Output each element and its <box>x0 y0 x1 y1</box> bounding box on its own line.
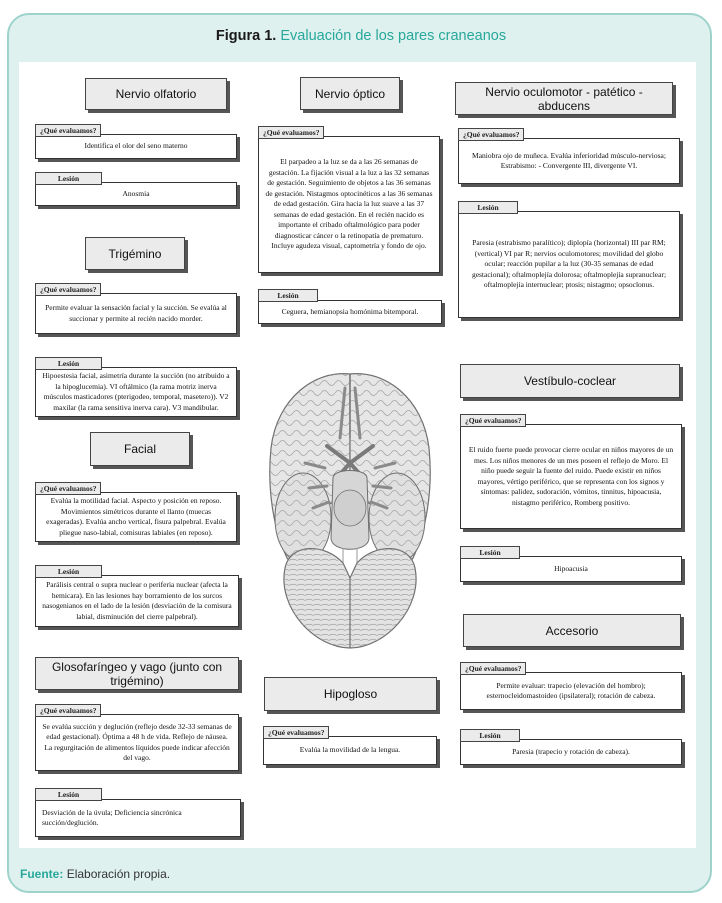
vestibulo-lesion: Hipoacusia <box>460 556 682 582</box>
optico-title: Nervio óptico <box>300 77 400 110</box>
accesorio-lesion: Paresia (trapecio y rotación de cabeza). <box>460 739 682 765</box>
figure-source: Fuente: Elaboración propia. <box>20 867 170 881</box>
facial-que-tag: ¿Qué evaluamos? <box>35 482 102 495</box>
oculomotor-lesion: Paresia (estrabismo paralítico); diplopí… <box>458 211 680 318</box>
glosofaringeo-evaluate: Se evalúa succión y deglución (reflejo d… <box>35 714 239 771</box>
figure-number: Figura 1. <box>215 28 277 44</box>
accesorio-evaluate: Permite evaluar: trapecio (elevación del… <box>460 672 682 710</box>
pons <box>333 489 367 527</box>
accesorio-lesion-tag: Lesión <box>460 729 520 742</box>
oculomotor-evaluate: Maniobra ojo de muñeca. Evalúa inferiori… <box>458 138 680 184</box>
facial-title: Facial <box>90 432 190 466</box>
olfatorio-title: Nervio olfatorio <box>85 78 227 110</box>
optico-que-tag: ¿Qué evaluamos? <box>258 126 325 139</box>
trigemino-lesion-tag: Lesión <box>35 357 102 370</box>
figure-title: Figura 1. Evaluación de los pares cranea… <box>0 28 722 44</box>
figure-caption: Evaluación de los pares craneanos <box>280 28 507 44</box>
olfatorio-evaluate: Identifica el olor del seno materno <box>35 134 237 159</box>
optico-evaluate: El parpadeo a la luz se da a las 26 sema… <box>258 136 440 273</box>
trigemino-title: Trigémino <box>85 237 185 270</box>
oculomotor-lesion-tag: Lesión <box>458 201 518 214</box>
olfatorio-lesion: Anosmia <box>35 182 237 206</box>
hipogloso-title: Hipogloso <box>264 677 437 711</box>
vestibulo-que-tag: ¿Qué evaluamos? <box>460 414 527 427</box>
trigemino-que-tag: ¿Qué evaluamos? <box>35 283 102 296</box>
source-label: Fuente: <box>20 867 64 881</box>
oculomotor-que-tag: ¿Qué evaluamos? <box>458 128 525 141</box>
trigemino-evaluate: Permite evaluar la sensación facial y la… <box>35 293 237 334</box>
facial-evaluate: Evalúa la motilidad facial. Aspecto y po… <box>35 492 237 542</box>
hipogloso-evaluate: Evalúa la movilidad de la lengua. <box>263 736 437 765</box>
source-text: Elaboración propia. <box>66 867 171 881</box>
vestibulo-lesion-tag: Lesión <box>460 546 520 559</box>
glosofaringeo-title: Glosofaríngeo y vago (junto con trigémin… <box>35 657 239 690</box>
facial-lesion-tag: Lesión <box>35 565 102 578</box>
trigemino-lesion: Hipoestesia facial, asimetría durante la… <box>35 367 237 417</box>
olfatorio-lesion-tag: Lesión <box>35 172 102 185</box>
accesorio-title: Accesorio <box>463 614 681 647</box>
facial-lesion: Parálisis central o supra nuclear o peri… <box>35 575 239 627</box>
glosofaringeo-lesion: Desviación de la úvula; Deficiencia sinc… <box>35 799 241 837</box>
vestibulo-title: Vestíbulo-coclear <box>460 364 680 398</box>
brain-illustration <box>269 373 431 649</box>
hipogloso-que-tag: ¿Qué evaluamos? <box>263 726 330 739</box>
vestibulo-evaluate: El ruido fuerte puede provocar cierre oc… <box>460 424 682 529</box>
optico-lesion: Ceguera, hemianopsia homónima bitemporal… <box>258 300 442 324</box>
glosofaringeo-lesion-tag: Lesión <box>35 788 102 801</box>
accesorio-que-tag: ¿Qué evaluamos? <box>460 662 527 675</box>
optico-lesion-tag: Lesión <box>258 289 318 302</box>
olfatorio-que-tag: ¿Qué evaluamos? <box>35 124 102 137</box>
oculomotor-title: Nervio oculomotor - patético - abducens <box>455 82 673 115</box>
glosofaringeo-que-tag: ¿Qué evaluamos? <box>35 704 102 717</box>
